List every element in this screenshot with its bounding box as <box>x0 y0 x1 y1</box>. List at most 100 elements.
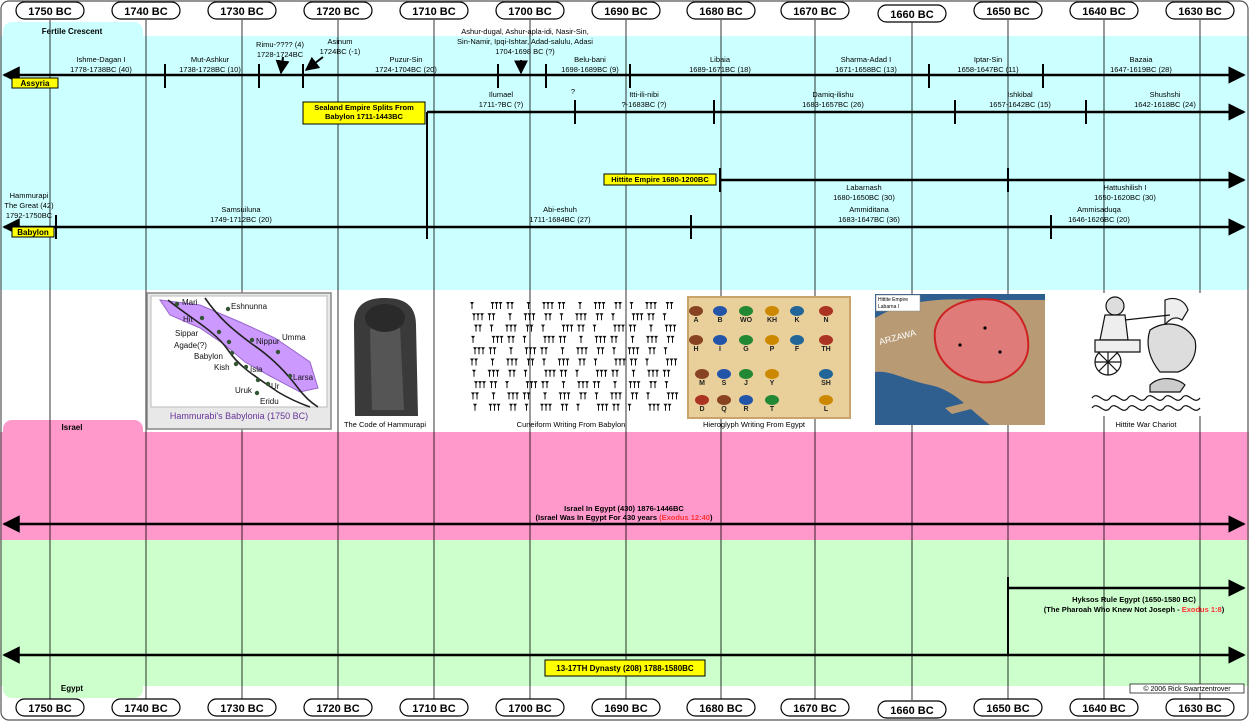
chariot-reins <box>1124 314 1171 321</box>
city-dot-sippar <box>216 329 222 335</box>
cuneiform-wedge <box>627 347 632 351</box>
babylon-reign-ticks <box>55 215 1052 239</box>
cuneiform-wedge <box>667 403 672 407</box>
cuneiform-wedge <box>610 392 614 396</box>
year-pill-top <box>303 1 373 20</box>
cuneiform-wedge <box>565 358 570 362</box>
hieroglyph-symbol <box>739 395 753 405</box>
year-label-bottom: 1660 BC <box>890 705 933 717</box>
cuneiform-wedge <box>649 302 653 305</box>
cuneiform-wedge <box>506 302 510 305</box>
cuneiform-wedge <box>526 392 531 396</box>
year-pill-top <box>780 1 850 20</box>
cuneiform-wedge <box>618 392 622 396</box>
year-label-bottom: 1700 BC <box>508 703 551 715</box>
king-label-rimu: Rimu-???? (4)1728-1724BC <box>256 40 304 59</box>
cuneiform-wedge <box>655 369 659 373</box>
cyprus-island <box>945 402 975 414</box>
cuneiform-wedge <box>628 381 633 385</box>
cuneiform-wedge <box>610 335 614 339</box>
cuneiform-wedge <box>560 347 565 351</box>
cuneiform-wedge <box>474 324 478 328</box>
year-label-bottom: 1710 BC <box>412 703 455 715</box>
cuneiform-wedge <box>614 302 618 305</box>
hieroglyph-letter: D <box>699 406 704 413</box>
cuneiform-wedge <box>496 403 501 407</box>
year-pill-bottom <box>686 698 756 717</box>
king-label-itti-ili-nibi: Itti-ili-nibi?-1683BC (?) <box>621 90 667 109</box>
cuneiform-wedge <box>522 392 527 396</box>
cuneiform-wedge <box>488 347 493 351</box>
cuneiform-wedge <box>668 324 673 328</box>
cuneiform-wedge <box>525 324 530 328</box>
cuneiform-wedge <box>611 369 615 373</box>
hieroglyph-symbol <box>790 335 804 345</box>
cuneiform-wedge <box>662 369 667 373</box>
cuneiform-wedge <box>595 369 600 373</box>
year-pill-bottom <box>877 700 947 719</box>
year-pill-bottom <box>1069 698 1139 717</box>
cuneiform-wedge <box>512 369 516 373</box>
cuneiform-wedge <box>531 313 536 317</box>
hieroglyph-symbol <box>689 306 703 316</box>
cuneiform-wedge <box>470 358 474 362</box>
cuneiform-wedge <box>663 403 668 407</box>
cuneiform-wedge <box>551 335 555 339</box>
asinum-pointer-arrow <box>304 56 324 71</box>
year-label-top: 1710 BC <box>412 6 455 18</box>
cuneiform-wedge <box>645 302 649 305</box>
cuneiform-wedge <box>544 313 548 317</box>
cuneiform-wedge <box>596 403 601 407</box>
city-label-agade: Agade(?) <box>174 341 207 350</box>
cuneiform-wedge <box>598 335 603 339</box>
assyria-tag: Assyria <box>21 79 50 88</box>
cuneiform-wedge <box>673 358 678 362</box>
cuneiform-wedge <box>543 392 547 396</box>
cuneiform-wedge <box>564 403 569 407</box>
cuneiform-wedge <box>561 381 566 385</box>
cuneiform-wedge <box>594 335 599 339</box>
hieroglyph-symbol <box>765 335 779 345</box>
cuneiform-wedge <box>473 347 477 351</box>
cuneiform-wedge <box>652 347 656 351</box>
dynasty-tag: 13-17TH Dynasty (208) 1788-1580BC <box>556 664 694 673</box>
cuneiform-wedge <box>633 358 638 362</box>
cuneiform-wedge <box>621 324 625 328</box>
year-label-top: 1640 BC <box>1082 6 1125 18</box>
sealand-reign-ticks <box>574 100 1087 124</box>
cuneiform-wedge <box>662 313 667 317</box>
cuneiform-wedge <box>599 313 604 317</box>
cuneiform-wedge <box>524 403 529 407</box>
cuneiform-wedge <box>491 335 496 339</box>
year-pill-bottom <box>207 698 277 717</box>
hieroglyph-symbol <box>713 306 727 316</box>
cuneiform-wedge <box>529 324 534 328</box>
year-pill-top <box>591 1 661 20</box>
cuneiform-wedge <box>634 392 639 396</box>
cuneiform-wedge <box>672 324 677 328</box>
cuneiform-wedge <box>575 313 579 317</box>
babylonia-city-labels: Mari Eshnunna Hit Sippar Agade(?) Nippur… <box>174 298 314 406</box>
cuneiform-wedge <box>488 403 493 407</box>
city-label-eridu: Eridu <box>260 397 279 406</box>
year-label-top: 1720 BC <box>316 6 359 18</box>
cuneiform-caption: Cuneiform Writing From Babylon <box>517 420 626 429</box>
cuneiform-wedge <box>561 358 566 362</box>
cuneiform-wedge <box>632 381 637 385</box>
year-pill-bottom <box>973 698 1043 717</box>
cuneiform-wedge <box>543 335 547 339</box>
year-label-top: 1750 BC <box>28 6 71 18</box>
charioteer-head <box>1105 296 1125 316</box>
year-pill-top <box>1165 1 1235 20</box>
cuneiform-wedge <box>665 302 670 305</box>
city-dot-kish <box>233 361 239 367</box>
tigris-river <box>204 297 319 408</box>
cuneiform-wedge <box>562 392 567 396</box>
